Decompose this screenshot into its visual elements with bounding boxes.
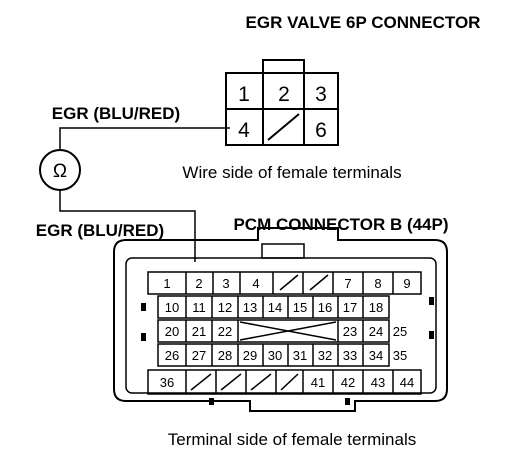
pcm-pin-26: 26 — [165, 348, 179, 363]
pcm-pin-43: 43 — [371, 375, 385, 390]
pcm-connector-shell — [113, 227, 448, 412]
test-leads — [59, 127, 230, 262]
pcm-pin-30: 30 — [268, 348, 282, 363]
pcm-pin-27: 27 — [192, 348, 206, 363]
pcm-connector-caption: Terminal side of female terminals — [168, 430, 416, 449]
egr-pin-1: 1 — [238, 83, 250, 106]
pcm-pin-25: 25 — [393, 324, 407, 339]
pcm-pin-44: 44 — [400, 375, 414, 390]
egr-pin-3: 3 — [315, 83, 327, 106]
egr-pin-labels: 1 2 3 4 6 — [238, 83, 327, 142]
pcm-connector-key — [261, 243, 305, 259]
egr-pin-6: 6 — [315, 119, 327, 142]
pcm-pin-8: 8 — [374, 276, 381, 291]
pcm-pin-9: 9 — [403, 276, 410, 291]
pcm-pin-41: 41 — [311, 375, 325, 390]
pcm-connector-title: PCM CONNECTOR B (44P) — [233, 215, 448, 234]
pcm-pin-31: 31 — [293, 348, 307, 363]
pcm-pin-labels: 1 2 3 4 7 8 9 10 11 12 13 14 15 16 17 18… — [160, 276, 414, 390]
pcm-pin-17: 17 — [343, 300, 357, 315]
lower-wire-label: EGR (BLU/RED) — [36, 221, 164, 240]
pcm-connector-bosses — [141, 297, 434, 405]
pcm-pin-13: 13 — [243, 300, 257, 315]
egr-pin-5-blank — [267, 113, 300, 141]
pcm-pin-3: 3 — [222, 276, 229, 291]
pcm-pin-20: 20 — [165, 324, 179, 339]
pcm-pin-21: 21 — [192, 324, 206, 339]
pcm-pin-1: 1 — [163, 276, 170, 291]
pcm-pin-34: 34 — [369, 348, 383, 363]
ohm-symbol: Ω — [53, 161, 67, 182]
pcm-pin-7: 7 — [344, 276, 351, 291]
pcm-pin-28: 28 — [218, 348, 232, 363]
pcm-pin-grid — [147, 271, 422, 395]
egr-connector-caption: Wire side of female terminals — [182, 163, 401, 182]
pcm-pin-35: 35 — [393, 348, 407, 363]
pcm-pin-24: 24 — [369, 324, 383, 339]
egr-connector-latch — [262, 59, 305, 73]
lower-test-lead — [59, 190, 196, 262]
pcm-pin-23: 23 — [343, 324, 357, 339]
pcm-pin-29: 29 — [243, 348, 257, 363]
ohmmeter-icon: Ω — [39, 149, 81, 191]
egr-connector — [225, 59, 339, 146]
pcm-pin-22: 22 — [218, 324, 232, 339]
pcm-pin-32: 32 — [318, 348, 332, 363]
pcm-pin-12: 12 — [218, 300, 232, 315]
egr-pin-2: 2 — [278, 83, 290, 106]
pcm-pin-36: 36 — [160, 375, 174, 390]
upper-test-lead — [59, 127, 230, 150]
upper-wire-label: EGR (BLU/RED) — [52, 104, 180, 123]
pcm-pin-18: 18 — [369, 300, 383, 315]
pcm-pin-15: 15 — [293, 300, 307, 315]
pcm-pin-4: 4 — [252, 276, 259, 291]
pcm-pin-42: 42 — [341, 375, 355, 390]
pcm-connector — [113, 227, 448, 412]
egr-pin-4: 4 — [238, 119, 250, 142]
pcm-pin-11: 11 — [192, 300, 206, 315]
egr-connector-title: EGR VALVE 6P CONNECTOR — [246, 13, 481, 32]
pcm-pin-16: 16 — [318, 300, 332, 315]
pcm-pin-2: 2 — [195, 276, 202, 291]
pcm-pin-10: 10 — [165, 300, 179, 315]
pcm-pin-33: 33 — [343, 348, 357, 363]
pcm-pin-14: 14 — [268, 300, 282, 315]
